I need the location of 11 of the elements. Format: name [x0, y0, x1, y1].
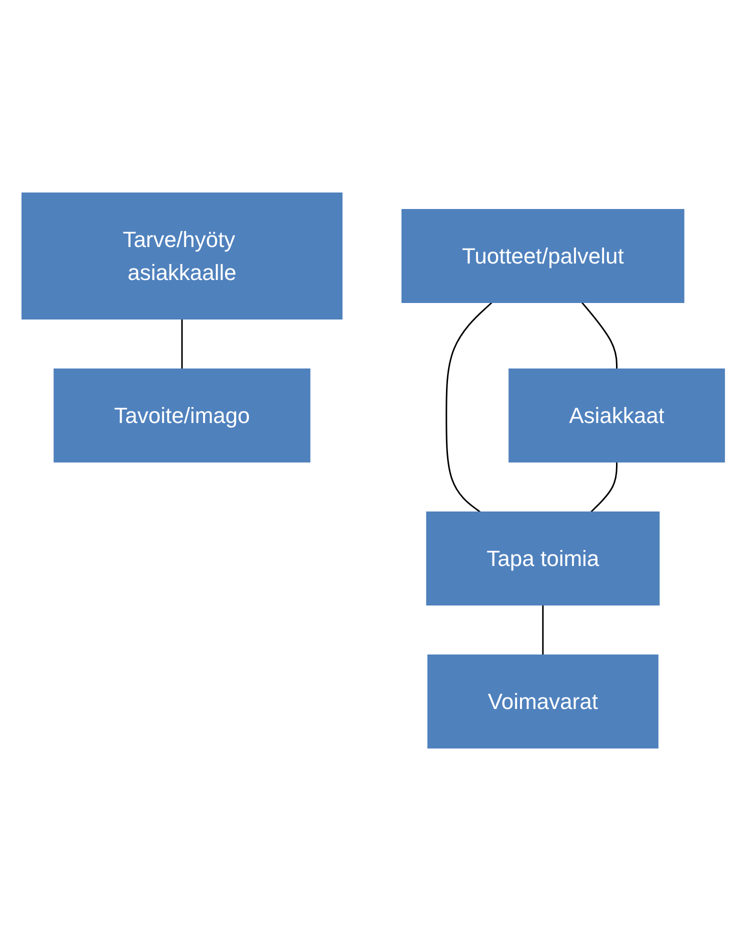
node-box: Tapa toimia — [426, 512, 660, 606]
connector — [181, 319, 183, 369]
node-box: Tuotteet/palvelut — [401, 209, 684, 303]
connector — [542, 605, 544, 655]
node-box: Tavoite/imago — [53, 368, 310, 462]
node-box: Voimavarat — [427, 654, 658, 748]
node-box: Asiakkaat — [508, 368, 725, 462]
connector — [581, 302, 618, 369]
connector — [445, 302, 492, 513]
connector — [590, 462, 618, 513]
node-box: Tarve/hyöty asiakkaalle — [21, 192, 342, 320]
